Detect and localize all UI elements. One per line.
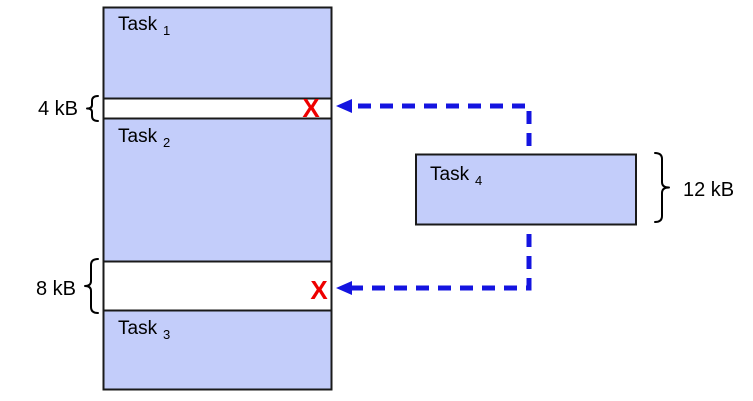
size-label-12kb: 12 kB <box>683 179 734 201</box>
task4-block-label: Task <box>430 164 470 185</box>
memory-block-task1-label: Task <box>118 14 158 35</box>
memory-block-task3 <box>102 309 333 391</box>
brace-12kb <box>654 152 670 223</box>
size-label-4kb: 4 kB <box>38 98 78 120</box>
size-label-8kb: 8 kB <box>36 278 76 300</box>
brace-4kb <box>86 95 99 122</box>
brace-8kb <box>84 258 99 314</box>
memory-block-task3-label: Task <box>118 318 158 339</box>
arrowhead-icon-hole-4kb <box>336 99 352 113</box>
reject-x-icon-hole-4kb: X <box>302 93 320 123</box>
reject-x-icon-hole-8kb: X <box>310 275 328 305</box>
memory-hole-4kb <box>102 97 333 120</box>
task4-block: Task 4 <box>415 153 637 226</box>
arrowhead-icon-hole-8kb <box>336 281 352 295</box>
memory-block-task2-label: Task <box>118 126 158 147</box>
main-memory-column: Task 1 Task 2 Task 3 <box>102 6 333 391</box>
task4-block-subscript: 4 <box>475 173 482 188</box>
memory-block-task2-subscript: 2 <box>163 135 170 150</box>
memory-block-task1-subscript: 1 <box>163 23 170 38</box>
task4-block-rect <box>415 153 637 226</box>
memory-block-task3-subscript: 3 <box>163 327 170 342</box>
memory-hole-8kb <box>102 260 333 312</box>
memory-block-task1 <box>102 6 333 100</box>
memory-block-task2 <box>102 117 333 263</box>
